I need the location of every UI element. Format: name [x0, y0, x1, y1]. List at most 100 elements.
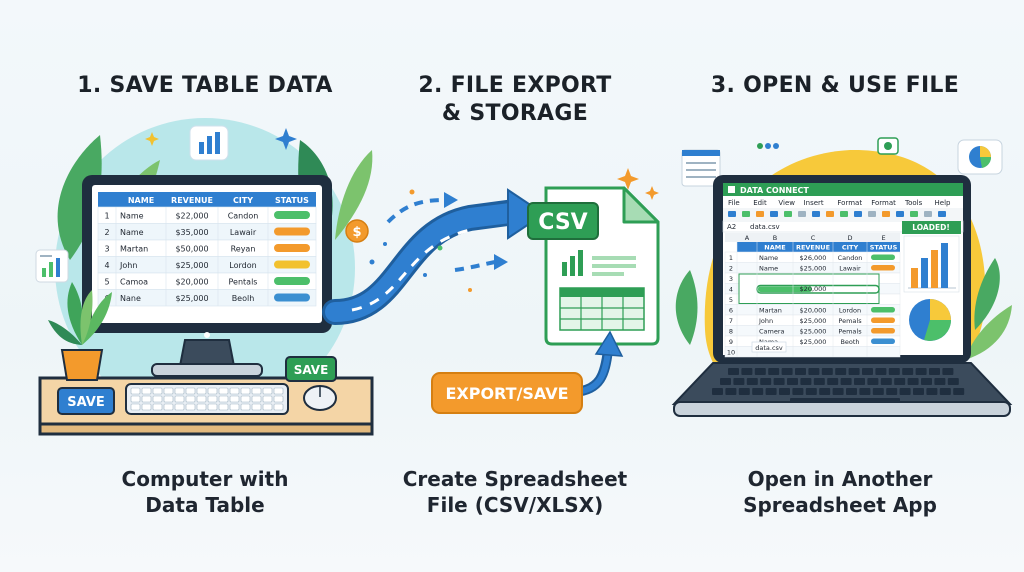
key [174, 395, 185, 403]
status-pill [274, 277, 310, 285]
toolbar-icon[interactable] [896, 211, 904, 217]
key [163, 403, 174, 411]
csv-label: CSV [538, 210, 587, 235]
row-number: 1 [104, 212, 109, 221]
formula-value: data.csv [750, 223, 780, 231]
sheet-header-row [737, 242, 900, 252]
export-save-button[interactable]: EXPORT/SAVE [431, 372, 583, 414]
step1-caption: Computer with Data Table [80, 466, 330, 518]
key [929, 368, 940, 375]
cell-city: Lawair [230, 228, 257, 237]
cell-name: Name [120, 228, 144, 237]
toolbar-icon[interactable] [812, 211, 820, 217]
key [915, 368, 927, 375]
key [875, 368, 887, 375]
sheet-row-number: 4 [729, 285, 733, 293]
key [262, 395, 273, 403]
cell-revenue: $35,000 [175, 228, 208, 237]
key [207, 395, 218, 403]
toolbar-icon[interactable] [910, 211, 918, 217]
sheet-row-number: 9 [729, 338, 733, 346]
sheet-cell-revenue: $25,000 [800, 338, 827, 346]
cell-name: Martan [120, 245, 148, 254]
sheet-status-pill [871, 328, 895, 334]
toolbar-icon[interactable] [728, 211, 736, 217]
sheet-header-2: CITY [842, 244, 859, 252]
toolbar-icon[interactable] [770, 211, 778, 217]
cell-revenue: $20,000 [175, 278, 208, 287]
sheet-tab[interactable]: data.csv [751, 341, 787, 353]
toolbar-icon[interactable] [868, 211, 876, 217]
step2-title-line2: & STORAGE [441, 101, 589, 126]
step3-caption-line1: Open in Another [747, 467, 933, 491]
menu-item-0[interactable]: File [728, 199, 740, 207]
key [880, 378, 892, 385]
laptop-side-panel: LOADED! [902, 221, 961, 341]
status-pill [274, 211, 310, 219]
toolbar-icon[interactable] [756, 211, 764, 217]
key [273, 395, 284, 403]
sheet-cell-revenue: $25,000 [800, 264, 827, 272]
monitor-header-0: NAME [128, 196, 154, 205]
key [738, 388, 750, 395]
key [899, 388, 911, 395]
key [163, 387, 174, 395]
step2-title-line1: 2. FILE EXPORT [418, 73, 612, 98]
key [196, 395, 207, 403]
toolbar-icon[interactable] [924, 211, 932, 217]
row-number: 2 [104, 228, 109, 237]
toolbar-icon[interactable] [742, 211, 750, 217]
save-label-left: SAVE [67, 395, 104, 410]
toolbar-icon[interactable] [854, 211, 862, 217]
toolbar-icon[interactable] [798, 211, 806, 217]
save-button-left[interactable]: SAVE [57, 387, 115, 415]
sparkle-orange-icon [617, 168, 659, 200]
menu-item-5[interactable]: Format [871, 199, 896, 207]
key [163, 395, 174, 403]
laptop-formula-bar: A2 data.csv [722, 220, 964, 233]
key [262, 387, 273, 395]
laptop-menu-bar: File Edit View Insert Format Format Tools Help [723, 196, 963, 208]
key [229, 403, 240, 411]
key [819, 388, 831, 395]
key [752, 388, 764, 395]
toolbar-icon[interactable] [784, 211, 792, 217]
toolbar-icon[interactable] [826, 211, 834, 217]
sheet-cell-city: Pemals [838, 327, 862, 335]
status-pill [274, 227, 310, 236]
key [939, 388, 951, 395]
menu-item-7[interactable]: Help [935, 199, 952, 207]
mouse [303, 385, 337, 411]
toolbar-icon[interactable] [840, 211, 848, 217]
key [251, 403, 262, 411]
toolbar-icon[interactable] [882, 211, 890, 217]
save-button-right[interactable]: SAVE [285, 356, 337, 382]
cell-revenue: $50,000 [175, 245, 208, 254]
key [907, 378, 919, 385]
menu-item-2[interactable]: View [778, 199, 795, 207]
key [795, 368, 806, 375]
key [835, 368, 847, 375]
key [251, 395, 262, 403]
flow-arrow-upper [386, 192, 458, 224]
menu-item-6[interactable]: Tools [904, 199, 923, 207]
cell-city: Reyan [231, 245, 256, 254]
dollar-symbol: $ [352, 225, 361, 240]
key [741, 368, 753, 375]
cell-city: Candon [228, 212, 259, 221]
menu-item-1[interactable]: Edit [753, 199, 767, 207]
key [805, 388, 817, 395]
key [792, 388, 804, 395]
key [913, 388, 924, 395]
key [174, 387, 185, 395]
dollar-coin-icon: $ [345, 219, 369, 243]
key [840, 378, 852, 385]
sheet-cell-city: Beoth [840, 338, 859, 346]
key [733, 378, 745, 385]
key [728, 368, 739, 375]
toolbar-icon[interactable] [938, 211, 946, 217]
sheet-cell-revenue: $25,000 [800, 317, 827, 325]
menu-item-3[interactable]: Insert [804, 199, 824, 207]
cell-revenue: $25,000 [175, 294, 208, 303]
menu-item-4[interactable]: Format [837, 199, 862, 207]
